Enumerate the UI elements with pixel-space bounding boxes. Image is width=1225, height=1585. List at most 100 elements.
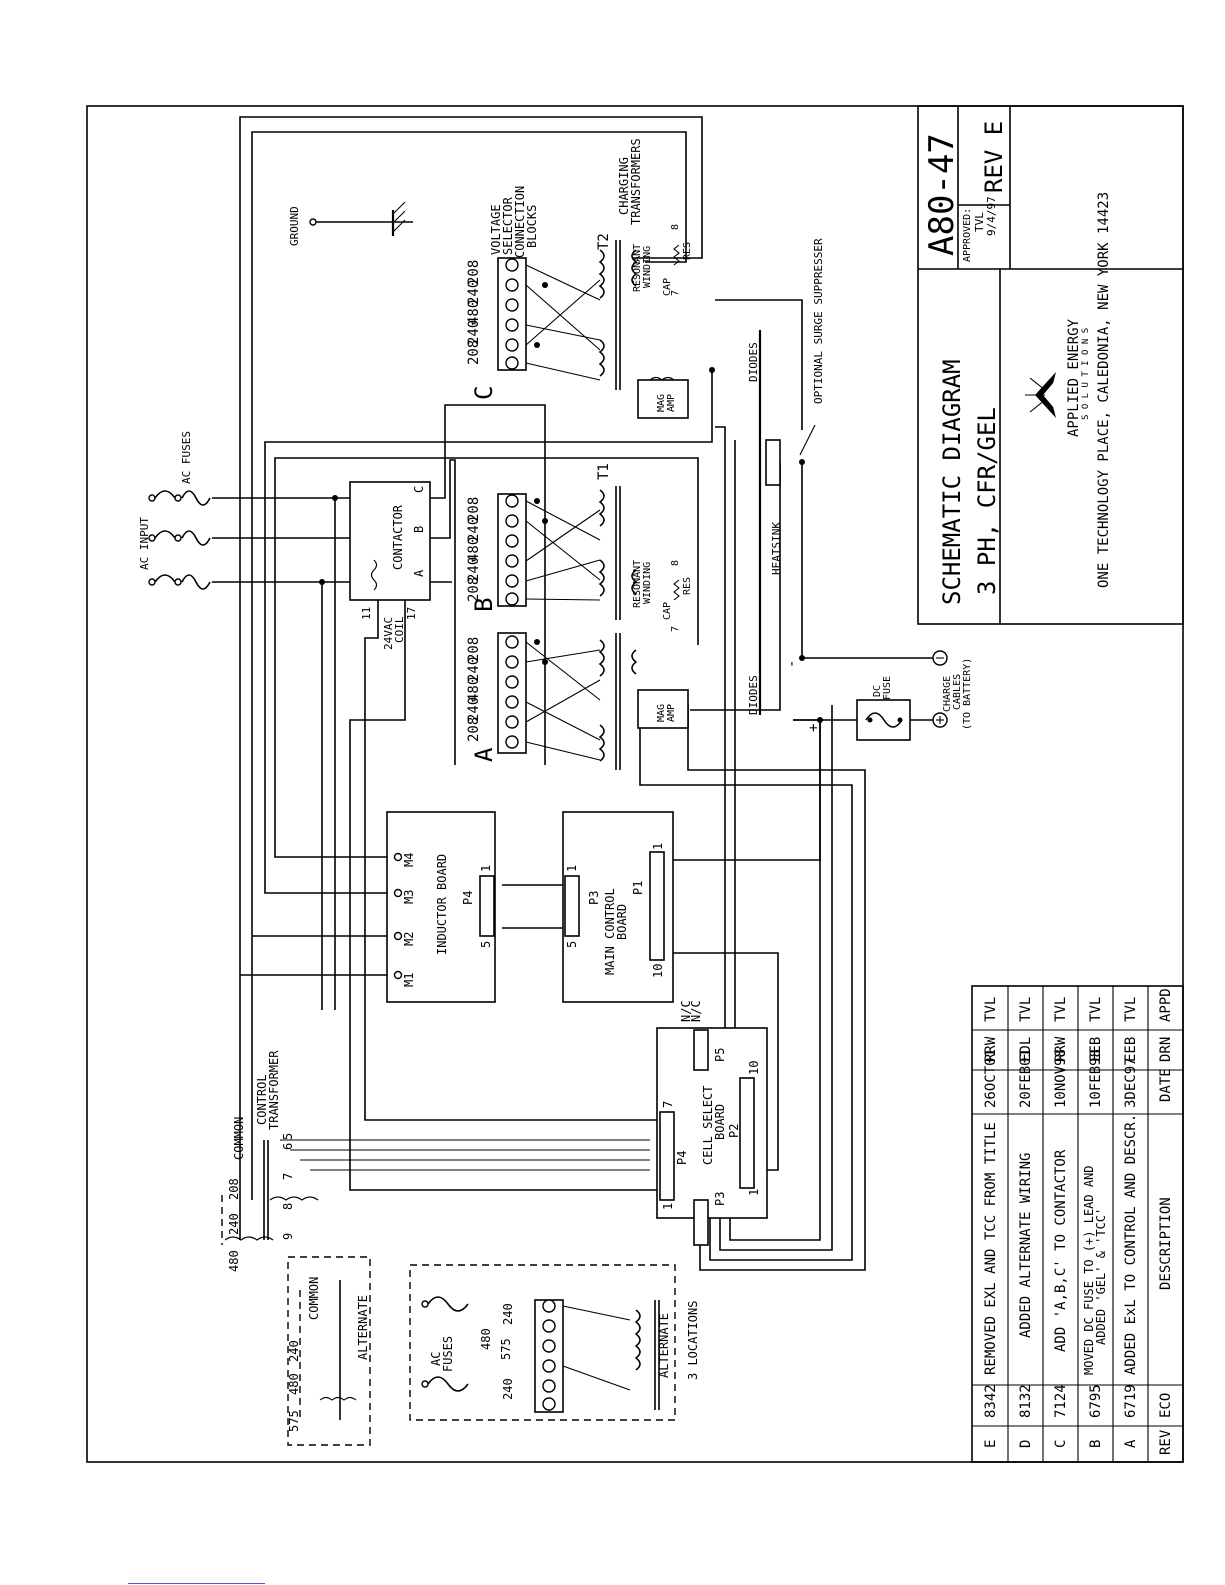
svg-text:T1: T1 xyxy=(596,463,612,480)
svg-text:COMMON: COMMON xyxy=(232,1117,246,1160)
company-sub: S O L U T I O N S xyxy=(1081,328,1091,420)
revision-header-row: REV ECO DESCRIPTION DATE DRN APPD xyxy=(1158,988,1174,1455)
ac-input-terminals: AC INPUT AC FUSES xyxy=(138,431,211,590)
ground-symbol: GROUND xyxy=(288,201,413,246)
svg-text:240: 240 xyxy=(501,1303,515,1325)
svg-text:208: 208 xyxy=(227,1178,241,1200)
svg-text:240: 240 xyxy=(466,320,482,345)
svg-text:C: C xyxy=(1053,1440,1069,1448)
svg-text:5: 5 xyxy=(479,941,493,948)
svg-text:P3: P3 xyxy=(713,1192,727,1206)
svg-text:SELECTOR: SELECTOR xyxy=(501,196,515,255)
svg-text:CHARGING: CHARGING xyxy=(617,157,631,215)
svg-text:T2: T2 xyxy=(596,233,612,250)
svg-text:AC: AC xyxy=(429,1352,443,1366)
svg-text:P5: P5 xyxy=(713,1048,727,1062)
svg-text:ADDED 'GEL' & 'TCC': ADDED 'GEL' & 'TCC' xyxy=(1094,1208,1108,1345)
svg-text:480: 480 xyxy=(466,677,482,702)
svg-text:(TO BATTERY): (TO BATTERY) xyxy=(962,658,973,730)
revision-row-c: C 7124 ADD 'A,B,C' TO CONTACTOR 10NOV98 … xyxy=(1053,997,1069,1448)
svg-text:ECO: ECO xyxy=(1158,1393,1174,1418)
svg-text:MAIN CONTROL: MAIN CONTROL xyxy=(603,888,617,975)
svg-text:M4: M4 xyxy=(402,853,416,867)
svg-text:DC: DC xyxy=(872,685,883,697)
svg-text:P4: P4 xyxy=(461,891,475,905)
svg-text:FUSES: FUSES xyxy=(441,1336,455,1372)
transformer-t2: T2 RESONANT WINDING CAP RES 7 8 VOLTAGE … xyxy=(489,138,693,390)
svg-text:AC FUSES: AC FUSES xyxy=(180,431,193,484)
svg-text:208: 208 xyxy=(466,497,482,522)
svg-text:TVL: TVL xyxy=(1088,997,1104,1022)
bus-wiring xyxy=(212,116,935,1271)
svg-text:EEB: EEB xyxy=(1123,1037,1139,1062)
svg-text:240: 240 xyxy=(466,280,482,305)
svg-text:RRW: RRW xyxy=(983,1036,999,1062)
drawing-number: A80-47 xyxy=(922,133,962,256)
svg-text:EDL: EDL xyxy=(1018,1037,1034,1062)
company-name: APPLIED ENERGY xyxy=(1066,318,1082,437)
svg-text:OPTIONAL SURGE SUPPRESSER: OPTIONAL SURGE SUPPRESSER xyxy=(812,238,825,404)
ac-fuse-1 xyxy=(181,490,211,506)
title-block: A80-47 REV E APPROVED: TVL 9/4/97 SCHEMA… xyxy=(917,105,1184,625)
svg-text:HEATSINK: HEATSINK xyxy=(770,522,783,575)
svg-text:240: 240 xyxy=(287,1340,301,1362)
svg-text:10FEB98: 10FEB98 xyxy=(1088,1049,1104,1108)
svg-text:26OCT01: 26OCT01 xyxy=(983,1049,999,1108)
svg-text:M2: M2 xyxy=(402,932,416,946)
voltage-block-c: 208 240 480 240 208 C xyxy=(466,257,601,400)
svg-text:B: B xyxy=(470,598,498,612)
svg-text:P4: P4 xyxy=(675,1151,689,1165)
ac-fuse-3 xyxy=(181,574,211,590)
svg-text:E: E xyxy=(983,1440,999,1448)
svg-text:7: 7 xyxy=(670,290,681,296)
svg-text:REMOVED EXL AND TCC FROM TITLE: REMOVED EXL AND TCC FROM TITLE xyxy=(983,1122,999,1375)
svg-text:5: 5 xyxy=(281,1133,295,1140)
svg-text:CONNECTION: CONNECTION xyxy=(513,186,527,258)
svg-text:3 LOCATIONS: 3 LOCATIONS xyxy=(686,1301,700,1380)
svg-text:1: 1 xyxy=(747,1189,761,1196)
svg-text:M1: M1 xyxy=(402,973,416,987)
svg-text:5: 5 xyxy=(565,941,579,948)
ac-fuse-2 xyxy=(181,530,211,546)
svg-text:1: 1 xyxy=(661,1203,675,1210)
svg-text:575: 575 xyxy=(287,1410,301,1432)
revision-row-d: D 8132 ADDED ALTERNATE WIRING 20FEB01 ED… xyxy=(1018,997,1034,1448)
svg-text:24VAC: 24VAC xyxy=(382,617,395,650)
svg-text:INDUCTOR BOARD: INDUCTOR BOARD xyxy=(435,854,449,955)
svg-text:-: - xyxy=(784,660,800,668)
svg-text:17: 17 xyxy=(405,607,418,620)
svg-text:WINDING: WINDING xyxy=(642,562,653,604)
svg-text:240: 240 xyxy=(466,557,482,582)
revision-label: REV E xyxy=(980,121,1008,193)
svg-text:240: 240 xyxy=(227,1213,241,1235)
svg-text:CELL SELECT: CELL SELECT xyxy=(701,1086,715,1165)
approved-label: APPROVED: xyxy=(962,208,973,262)
svg-text:8: 8 xyxy=(670,560,681,566)
svg-text:RESONANT: RESONANT xyxy=(632,244,643,292)
company-address: ONE TECHNOLOGY PLACE, CALEDONIA, NEW YOR… xyxy=(1096,192,1112,588)
svg-text:ALTERNATE: ALTERNATE xyxy=(356,1295,370,1360)
svg-text:TVL: TVL xyxy=(1053,997,1069,1022)
svg-text:8132: 8132 xyxy=(1018,1384,1034,1418)
approved-by: TVL xyxy=(973,212,986,232)
svg-text:8: 8 xyxy=(670,224,681,230)
dc-fuse: DC FUSE CHARGE CABLES (TO BATTERY) + - xyxy=(784,650,973,741)
svg-text:TRANSFORMERS: TRANSFORMERS xyxy=(629,138,643,225)
svg-text:DIODES: DIODES xyxy=(747,342,760,382)
main-control-board: P3 1 5 MAIN CONTROL BOARD P1 1 10 xyxy=(562,811,674,1003)
svg-text:AC INPUT: AC INPUT xyxy=(138,517,151,570)
svg-text:MAG: MAG xyxy=(656,394,667,412)
svg-text:CHARGE: CHARGE xyxy=(942,676,953,712)
svg-text:B: B xyxy=(1088,1440,1104,1448)
svg-text:ALTERNATE: ALTERNATE xyxy=(657,1313,671,1378)
svg-text:+: + xyxy=(806,724,822,732)
svg-text:RESONANT: RESONANT xyxy=(632,560,643,608)
svg-text:EEB: EEB xyxy=(1088,1037,1104,1062)
svg-text:C: C xyxy=(412,486,426,493)
svg-text:A: A xyxy=(412,569,426,577)
svg-text:7: 7 xyxy=(661,1101,675,1108)
svg-text:P1: P1 xyxy=(631,881,645,895)
svg-text:P2: P2 xyxy=(727,1124,741,1138)
svg-text:9: 9 xyxy=(281,1233,295,1240)
svg-text:208: 208 xyxy=(466,637,482,662)
